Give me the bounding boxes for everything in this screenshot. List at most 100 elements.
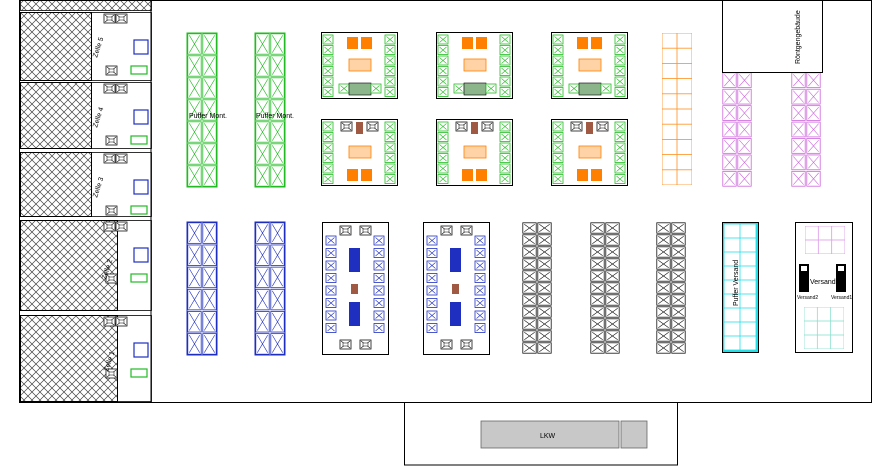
orange-work-area bbox=[578, 58, 602, 72]
versand1-label: Versand1 bbox=[831, 295, 852, 301]
rack-slot-cross bbox=[679, 35, 690, 47]
machine-station bbox=[440, 339, 453, 350]
rack-slot-cross bbox=[554, 78, 562, 85]
rack-slot-cross bbox=[257, 101, 268, 119]
machine-station bbox=[103, 83, 116, 94]
rack-slot-cross bbox=[257, 312, 268, 331]
machine-station bbox=[103, 13, 116, 24]
orange-block bbox=[361, 169, 372, 181]
rack-slot-cross bbox=[324, 144, 332, 151]
rack-slot-cross bbox=[476, 324, 484, 332]
rack-slot-cross bbox=[189, 290, 200, 309]
rack-slot-cross bbox=[189, 246, 200, 265]
rack-slot-cross bbox=[554, 123, 562, 130]
rack-slot-cross bbox=[554, 133, 562, 141]
rack-slot-cross bbox=[819, 337, 829, 347]
orange-block bbox=[591, 169, 602, 181]
rack-slot-cross bbox=[501, 57, 509, 64]
zone-label-5: Zelle 5 bbox=[92, 36, 105, 58]
green-station bbox=[130, 135, 148, 145]
rack-slot-cross bbox=[658, 284, 669, 292]
rack-slot-cross bbox=[439, 78, 447, 85]
rack-slot-cross bbox=[739, 139, 750, 153]
rack-slot-cross bbox=[501, 154, 509, 162]
rack-slot-cross bbox=[386, 36, 394, 43]
versand2-label: Versand2 bbox=[797, 295, 818, 301]
rack-slot-cross bbox=[524, 248, 535, 256]
storage-zone bbox=[20, 220, 118, 311]
machine-station bbox=[481, 121, 494, 132]
rack-slot-cross bbox=[742, 240, 754, 250]
rack-slot-cross bbox=[616, 36, 624, 43]
assembly-cell-blue bbox=[322, 222, 389, 355]
rack-slot-cross bbox=[592, 320, 603, 328]
assembly-cell-green bbox=[436, 119, 513, 186]
rack-slot-cross bbox=[327, 324, 335, 332]
station-core bbox=[463, 342, 470, 347]
machine-station bbox=[103, 221, 116, 232]
rack-slot-cross bbox=[272, 145, 283, 163]
rack-slot-cross bbox=[554, 154, 562, 162]
rack-slot-cross bbox=[673, 248, 684, 256]
rack-slot-cross bbox=[806, 323, 816, 333]
zone-frame bbox=[117, 220, 152, 311]
rack-slot-cross bbox=[272, 101, 283, 119]
rack-slot-cross bbox=[679, 171, 690, 183]
rack-slot-cross bbox=[501, 67, 509, 75]
rack-slot-cross bbox=[592, 284, 603, 292]
station-core bbox=[108, 208, 115, 213]
rack-slot-cross bbox=[742, 296, 754, 306]
rack-slot-cross bbox=[476, 287, 484, 294]
rack-slot-cross bbox=[439, 123, 447, 130]
rack-slot-cross bbox=[524, 344, 535, 352]
versand2-station bbox=[799, 264, 809, 292]
station-core bbox=[342, 342, 349, 347]
rack-slot-cross bbox=[739, 123, 750, 136]
rack-slot-cross bbox=[679, 50, 690, 62]
rack-slot-cross bbox=[554, 46, 562, 54]
rack-slot-cross bbox=[616, 78, 624, 85]
rack-slot-cross bbox=[539, 296, 550, 304]
rack-slot-cross bbox=[726, 310, 738, 320]
rack-slot-cross bbox=[386, 175, 394, 183]
rack-slot-cross bbox=[658, 248, 669, 256]
rack-slot-cross bbox=[658, 320, 669, 328]
rack bbox=[724, 224, 756, 350]
station-core bbox=[118, 16, 125, 21]
rack-slot-cross bbox=[832, 337, 842, 347]
rack-slot-cross bbox=[439, 144, 447, 151]
storage-zone bbox=[20, 152, 92, 217]
rack-slot-cross bbox=[726, 240, 738, 250]
rack-slot-cross bbox=[272, 57, 283, 75]
rack-slot-cross bbox=[592, 248, 603, 256]
rack-slot-cross bbox=[501, 88, 509, 96]
orange-work-area-fill bbox=[579, 59, 601, 71]
machine-station bbox=[366, 121, 379, 132]
machine-station bbox=[359, 225, 372, 236]
blue-block bbox=[349, 302, 360, 326]
rack-slot-cross bbox=[487, 85, 495, 92]
lkw-label: LKW bbox=[540, 433, 556, 440]
green-station bbox=[130, 65, 148, 75]
rack-frame bbox=[254, 221, 286, 356]
rack-slot-cross bbox=[272, 334, 283, 353]
station-core bbox=[106, 16, 113, 21]
rack-slot-cross bbox=[204, 224, 215, 243]
storage-zone bbox=[20, 82, 92, 149]
assembly-cell-blue bbox=[423, 222, 490, 355]
rack-slot-cross bbox=[324, 123, 332, 130]
rack-slot-cross bbox=[476, 262, 484, 269]
rack-slot-cross bbox=[189, 268, 200, 287]
rack-slot-cross bbox=[724, 74, 735, 87]
rack-slot-cross bbox=[832, 323, 842, 333]
station-core bbox=[118, 224, 125, 229]
orange-block bbox=[462, 37, 473, 49]
rack-slot-cross bbox=[616, 46, 624, 54]
rack-slot-cross bbox=[257, 145, 268, 163]
roentgen-building bbox=[722, 0, 823, 73]
rack-slot-cross bbox=[742, 310, 754, 320]
rack-slot-cross bbox=[386, 78, 394, 85]
rack-slot-cross bbox=[616, 175, 624, 183]
rack-slot-cross bbox=[679, 65, 690, 77]
orange-work-area-fill bbox=[579, 146, 601, 158]
